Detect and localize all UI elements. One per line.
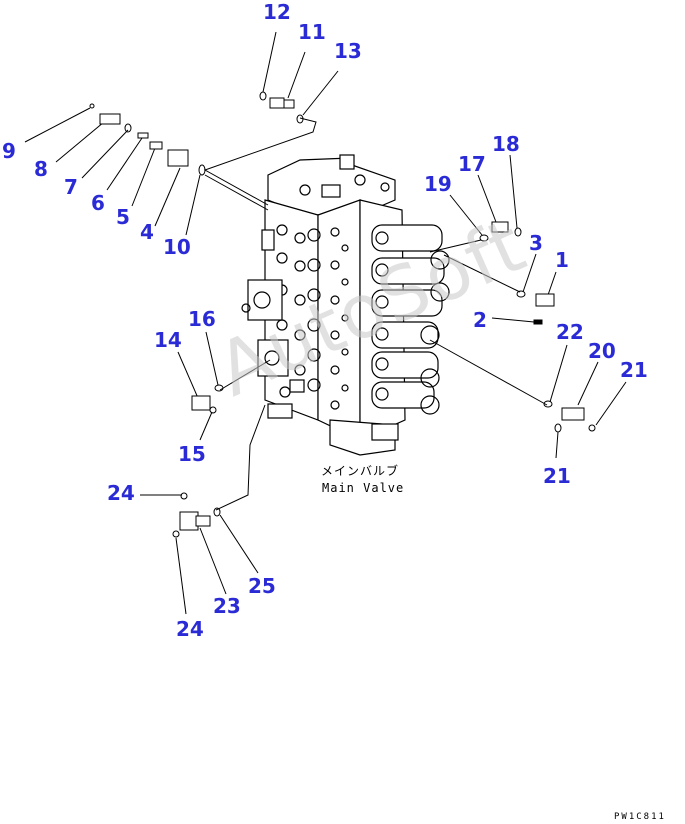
caption-english: Main Valve [322,481,405,495]
main-valve-body [241,154,450,456]
caption-japanese: メインバルブ [321,464,400,478]
callout-18: 18 [492,132,520,156]
callout-4: 4 [140,220,154,244]
callout-12: 12 [263,0,291,24]
callout-3: 3 [529,231,543,255]
callout-15: 15 [178,442,206,466]
callout-19: 19 [424,172,452,196]
callout-22: 22 [556,320,584,344]
callout-16: 16 [188,307,216,331]
callout-25: 25 [248,574,276,598]
callout-11: 11 [298,20,326,44]
callout-8: 8 [34,157,48,181]
callout-14: 14 [154,328,182,352]
callout-7: 7 [64,175,78,199]
figure-code: PW1C811 [614,812,666,822]
callout-21-upper: 21 [620,358,648,382]
small-parts [89,91,596,538]
callout-20: 20 [588,339,616,363]
callout-10: 10 [163,235,191,259]
callout-1: 1 [555,248,569,272]
callout-17: 17 [458,152,486,176]
callout-24-lower: 24 [176,617,204,641]
leader-lines [24,31,627,615]
callout-2: 2 [473,308,487,332]
callout-24-upper: 24 [107,481,135,505]
callout-9: 9 [2,139,16,163]
callout-23: 23 [213,594,241,618]
callout-21-lower: 21 [543,464,571,488]
callout-6: 6 [91,191,105,215]
callout-5: 5 [116,205,130,229]
callout-13: 13 [334,39,362,63]
